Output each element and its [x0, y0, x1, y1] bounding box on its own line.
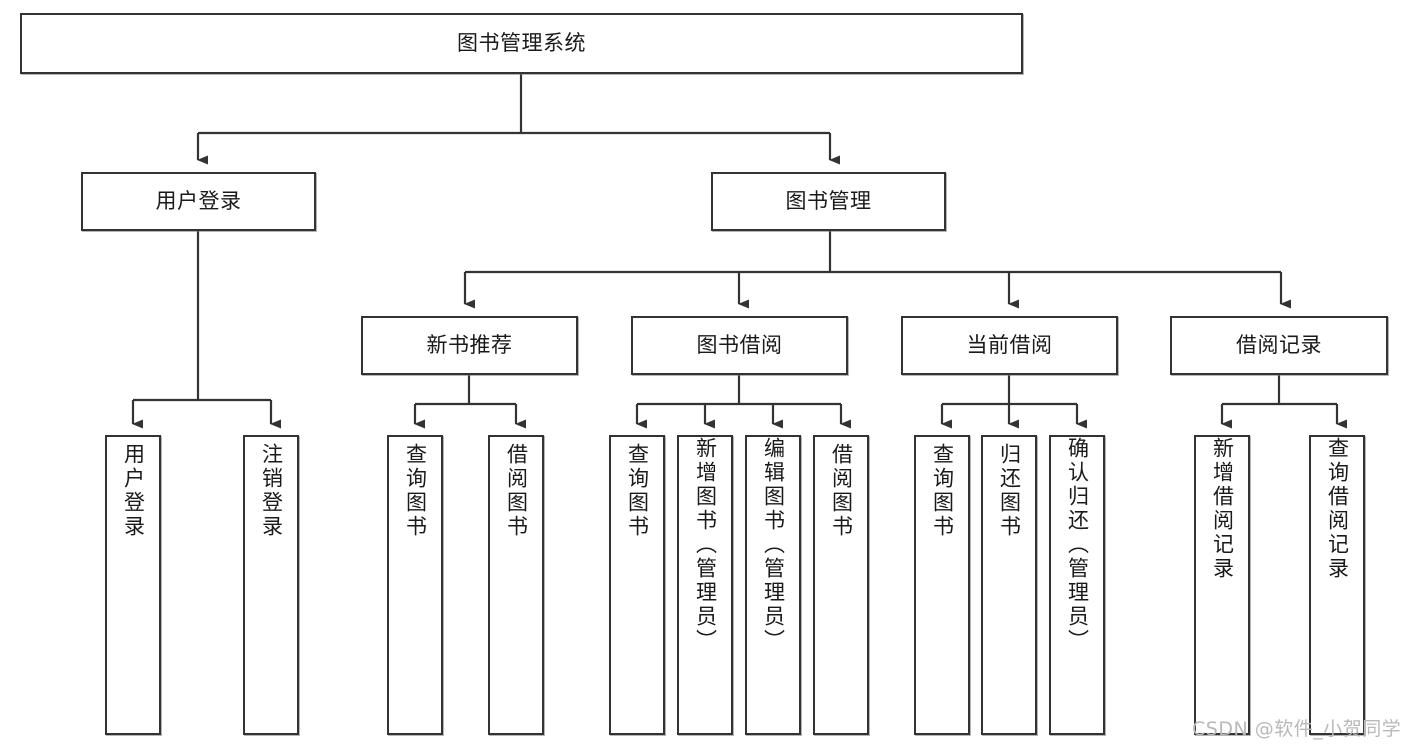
node-leaf-query-book-3[interactable]: 查询图书 — [914, 435, 970, 735]
node-leaf-add-book[interactable]: 新增图书（管理员） — [677, 435, 733, 735]
node-borrow-record-label: 借阅记录 — [1236, 333, 1322, 358]
node-leaf-borrow-book-1-label: 借阅图书 — [504, 443, 529, 539]
node-leaf-return-book-label: 归还图书 — [997, 443, 1022, 539]
node-leaf-add-record[interactable]: 新增借阅记录 — [1194, 435, 1250, 735]
node-leaf-user-login[interactable]: 用户登录 — [105, 435, 161, 735]
node-leaf-query-book-1[interactable]: 查询图书 — [387, 435, 443, 735]
node-new-book-recommend[interactable]: 新书推荐 — [361, 316, 578, 375]
node-leaf-user-login-label: 用户登录 — [121, 443, 146, 539]
node-leaf-borrow-book-2[interactable]: 借阅图书 — [813, 435, 869, 735]
node-book-borrow-label: 图书借阅 — [696, 333, 783, 358]
node-book-borrow[interactable]: 图书借阅 — [631, 316, 848, 375]
node-user-login[interactable]: 用户登录 — [81, 172, 316, 231]
node-root[interactable]: 图书管理系统 — [20, 13, 1023, 74]
node-book-manage-label: 图书管理 — [785, 189, 872, 214]
node-leaf-add-book-label: 新增图书（管理员） — [693, 437, 718, 653]
node-leaf-query-book-2[interactable]: 查询图书 — [609, 435, 665, 735]
node-root-label: 图书管理系统 — [457, 31, 586, 56]
node-leaf-query-book-2-label: 查询图书 — [625, 443, 650, 539]
node-book-manage[interactable]: 图书管理 — [711, 172, 946, 231]
node-leaf-confirm-return-label: 确认归还（管理员） — [1065, 437, 1090, 653]
node-leaf-edit-book[interactable]: 编辑图书（管理员） — [745, 435, 801, 735]
node-leaf-edit-book-label: 编辑图书（管理员） — [761, 437, 786, 653]
node-new-book-recommend-label: 新书推荐 — [426, 333, 513, 358]
node-borrow-record[interactable]: 借阅记录 — [1170, 316, 1388, 375]
node-leaf-query-book-3-label: 查询图书 — [930, 443, 955, 539]
node-leaf-query-record-label: 查询借阅记录 — [1325, 437, 1350, 581]
node-leaf-add-record-label: 新增借阅记录 — [1210, 437, 1235, 581]
watermark-text: CSDN @软件_小贺同学 — [1192, 718, 1402, 740]
node-leaf-confirm-return[interactable]: 确认归还（管理员） — [1049, 435, 1105, 735]
node-leaf-user-logout-label: 注销登录 — [259, 443, 284, 539]
node-leaf-borrow-book-2-label: 借阅图书 — [829, 443, 854, 539]
node-leaf-query-book-1-label: 查询图书 — [403, 443, 428, 539]
node-current-borrow[interactable]: 当前借阅 — [901, 316, 1118, 375]
node-leaf-borrow-book-1[interactable]: 借阅图书 — [488, 435, 544, 735]
node-leaf-return-book[interactable]: 归还图书 — [981, 435, 1037, 735]
node-leaf-user-logout[interactable]: 注销登录 — [243, 435, 299, 735]
node-user-login-label: 用户登录 — [155, 189, 242, 214]
node-leaf-query-record[interactable]: 查询借阅记录 — [1309, 435, 1365, 735]
node-current-borrow-label: 当前借阅 — [966, 333, 1053, 358]
